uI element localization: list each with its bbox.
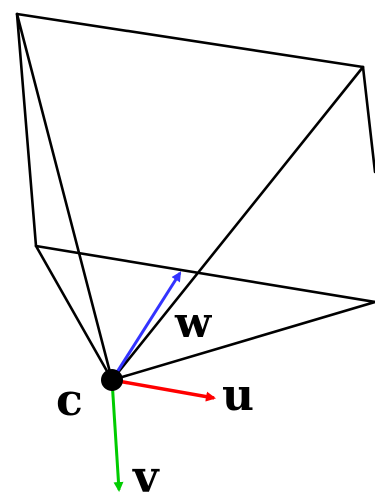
ray-top-right — [110, 65, 365, 382]
plane-edge-bottom — [34, 244, 375, 304]
plane-edge-right — [361, 65, 375, 174]
w-axis-label: w — [174, 298, 212, 347]
ray-bottom-right — [110, 300, 375, 382]
ray-bottom-left — [34, 244, 114, 382]
camera-center-dot — [101, 369, 123, 391]
v-axis-label: v — [132, 452, 160, 499]
plane-edge-left — [15, 12, 38, 248]
camera-center-label: c — [56, 375, 83, 426]
w-axis-arrow — [110, 271, 182, 381]
u-axis-arrow — [111, 378, 216, 402]
ray-top-left — [15, 12, 114, 382]
v-axis-arrow — [110, 379, 124, 492]
u-axis-label: u — [222, 370, 254, 421]
plane-edge-top — [15, 12, 365, 69]
